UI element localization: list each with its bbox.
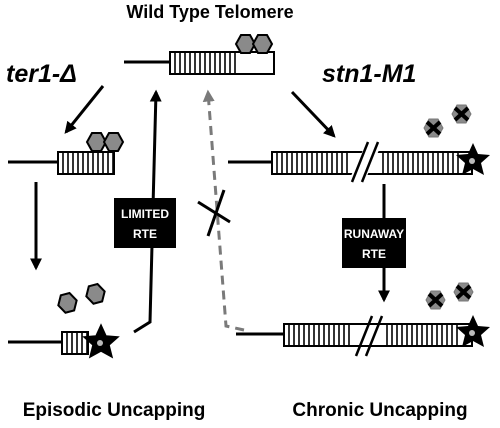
- limited-rte-box: LIMITED RTE: [114, 198, 176, 248]
- removed-cap-icon: [425, 282, 474, 310]
- wild-type-telomere: [124, 34, 275, 75]
- capping-protein-icon: [85, 132, 125, 152]
- episodic-uncapping-label: Episodic Uncapping: [23, 400, 206, 421]
- capping-protein-icon: [234, 34, 274, 54]
- arrow-to-right-telomere: [290, 90, 336, 138]
- limited-rte-label-line1: LIMITED: [121, 207, 169, 221]
- blocked-return-arrow: [202, 89, 245, 332]
- runaway-rte-label-line1: RUNAWAY: [344, 227, 404, 241]
- left-telomere-uncapped: [8, 282, 120, 359]
- released-protein-icon: [57, 282, 106, 314]
- right-telomere-top: [228, 104, 490, 183]
- ter1-delta-label: ter1-Δ: [6, 60, 77, 88]
- diagram-title: Wild Type Telomere: [126, 2, 293, 22]
- limited-rte-arrow: [133, 89, 162, 334]
- star-icon: [82, 323, 120, 359]
- chronic-uncapping-label: Chronic Uncapping: [292, 400, 467, 421]
- removed-cap-icon: [423, 104, 472, 138]
- block-x-icon: [197, 189, 231, 237]
- stn1-m1-label: stn1-M1: [322, 60, 416, 88]
- runaway-rte-label-line2: RTE: [362, 247, 386, 261]
- star-icon: [456, 315, 490, 347]
- left-telomere-capped: [8, 132, 125, 175]
- runaway-rte-box: RUNAWAY RTE: [342, 218, 406, 268]
- break-icon: [354, 315, 384, 357]
- break-icon: [348, 141, 382, 183]
- arrow-to-left-telomere: [64, 85, 105, 134]
- limited-rte-label-line2: RTE: [133, 227, 157, 241]
- right-telomere-bottom: [236, 282, 490, 357]
- star-icon: [456, 143, 490, 175]
